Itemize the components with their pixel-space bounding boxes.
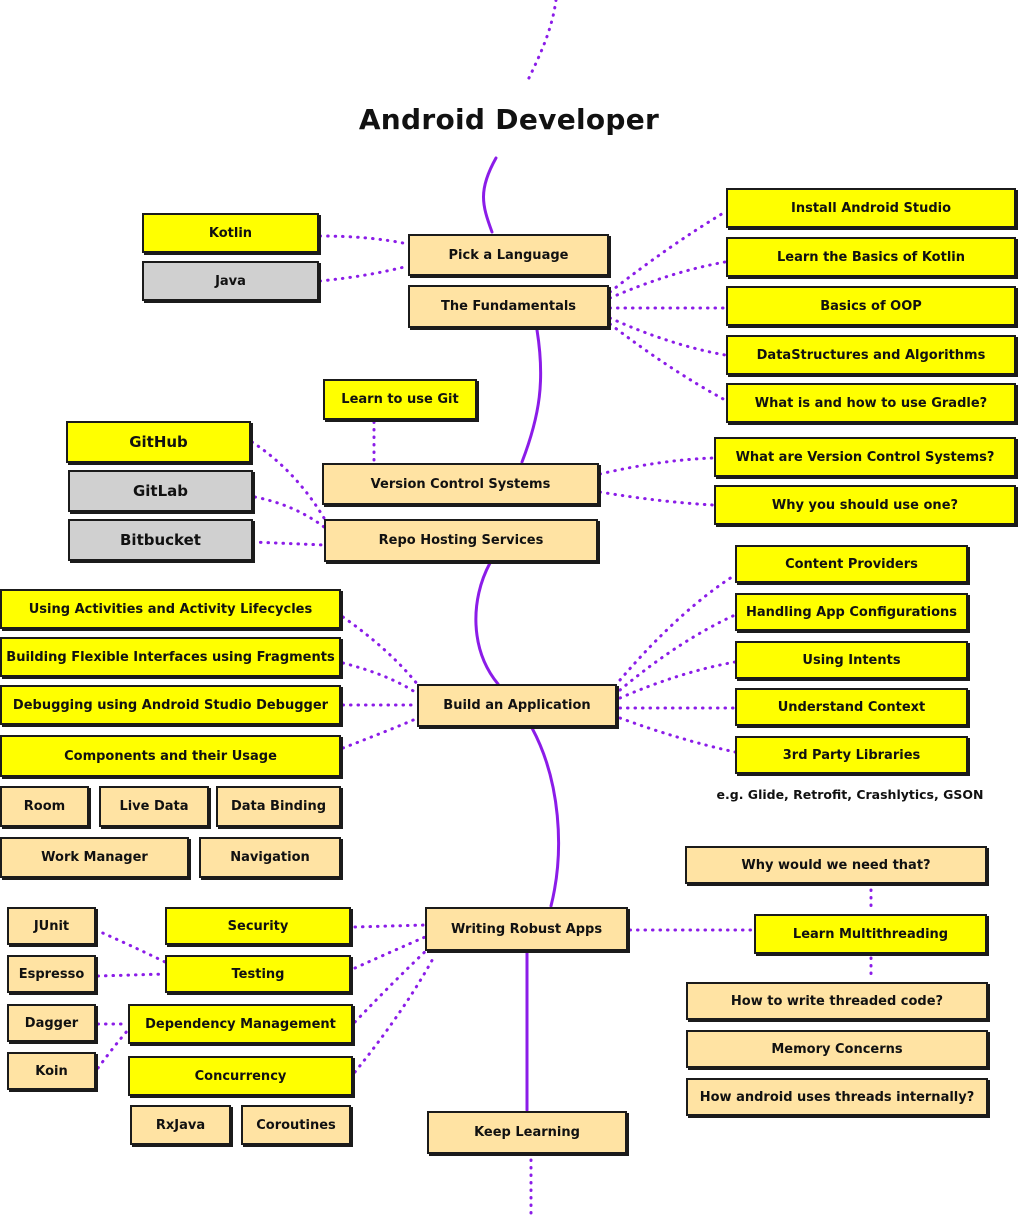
dotted-connector (318, 234, 410, 246)
node-learn-basics-kotlin[interactable]: Learn the Basics of Kotlin (726, 237, 1016, 277)
node-dagger[interactable]: Dagger (7, 1004, 96, 1042)
dotted-connector (618, 660, 737, 700)
node-github[interactable]: GitHub (66, 421, 251, 463)
main-path-segment (530, 726, 561, 908)
node-app-configurations[interactable]: Handling App Configurations (735, 593, 968, 631)
node-debugging[interactable]: Debugging using Android Studio Debugger (0, 685, 341, 725)
node-java[interactable]: Java (142, 261, 319, 301)
node-data-binding[interactable]: Data Binding (216, 786, 341, 827)
node-threaded-code[interactable]: How to write threaded code? (686, 982, 988, 1020)
node-dependency-management[interactable]: Dependency Management (128, 1004, 353, 1044)
node-repo-hosting[interactable]: Repo Hosting Services (324, 519, 598, 562)
node-kotlin[interactable]: Kotlin (142, 213, 319, 253)
node-room[interactable]: Room (0, 786, 89, 827)
node-activities[interactable]: Using Activities and Activity Lifecycles (0, 589, 341, 629)
node-navigation[interactable]: Navigation (199, 837, 341, 878)
dotted-connector (251, 540, 326, 547)
node-memory-concerns[interactable]: Memory Concerns (686, 1030, 988, 1068)
node-fundamentals[interactable]: The Fundamentals (408, 285, 609, 328)
node-testing[interactable]: Testing (165, 955, 351, 993)
node-junit[interactable]: JUnit (7, 907, 96, 945)
node-threads-internally[interactable]: How android uses threads internally? (686, 1078, 988, 1116)
dotted-connector (618, 573, 737, 682)
dotted-connector (618, 716, 737, 754)
node-espresso[interactable]: Espresso (7, 955, 96, 993)
page-title: Android Developer (358, 103, 660, 136)
dotted-connector (341, 716, 420, 750)
dotted-connector (96, 972, 167, 978)
node-data-structures[interactable]: DataStructures and Algorithms (726, 335, 1016, 375)
node-basics-oop[interactable]: Basics of OOP (726, 286, 1016, 326)
node-version-control[interactable]: Version Control Systems (322, 463, 599, 505)
node-pick-language[interactable]: Pick a Language (408, 234, 609, 276)
node-rxjava[interactable]: RxJava (130, 1105, 231, 1145)
dotted-connector (608, 260, 727, 300)
node-learn-multithreading[interactable]: Learn Multithreading (754, 914, 987, 954)
third-party-examples-note: e.g. Glide, Retrofit, Crashlytics, GSON (716, 787, 984, 802)
node-bitbucket[interactable]: Bitbucket (68, 519, 253, 561)
dotted-connector (598, 490, 715, 507)
node-security[interactable]: Security (165, 907, 351, 945)
node-content-providers[interactable]: Content Providers (735, 545, 968, 583)
node-coroutines[interactable]: Coroutines (241, 1105, 351, 1145)
dotted-connector (341, 661, 420, 696)
node-what-vcs[interactable]: What are Version Control Systems? (714, 437, 1016, 477)
node-install-android-studio[interactable]: Install Android Studio (726, 188, 1016, 228)
node-build-application[interactable]: Build an Application (417, 684, 617, 727)
main-path-segment (520, 328, 543, 464)
node-components[interactable]: Components and their Usage (0, 735, 341, 777)
node-why-need-that[interactable]: Why would we need that? (685, 846, 987, 884)
node-work-manager[interactable]: Work Manager (0, 837, 189, 878)
node-keep-learning[interactable]: Keep Learning (427, 1111, 627, 1154)
dotted-connector (250, 440, 326, 520)
dotted-connector (341, 615, 420, 687)
dotted-connector (94, 928, 167, 964)
dotted-connector (608, 316, 727, 357)
dotted-connector (598, 456, 715, 476)
dotted-connector (353, 953, 437, 1074)
node-using-intents[interactable]: Using Intents (735, 641, 968, 679)
node-understand-context[interactable]: Understand Context (735, 688, 968, 726)
dotted-connector (353, 923, 427, 929)
dotted-connector (353, 945, 432, 1024)
node-third-party-libraries[interactable]: 3rd Party Libraries (735, 736, 968, 774)
dotted-connector (353, 935, 427, 970)
main-path-segment (482, 156, 498, 234)
node-learn-git[interactable]: Learn to use Git (323, 379, 477, 420)
dotted-connector (608, 210, 727, 294)
node-fragments[interactable]: Building Flexible Interfaces using Fragm… (0, 637, 341, 677)
node-gradle[interactable]: What is and how to use Gradle? (726, 383, 1016, 423)
main-path-segment (474, 561, 500, 686)
dotted-connector (96, 1028, 130, 1070)
node-concurrency[interactable]: Concurrency (128, 1056, 353, 1096)
dotted-connector (618, 613, 737, 692)
dotted-connector (526, 0, 558, 82)
node-why-vcs[interactable]: Why you should use one? (714, 485, 1016, 525)
node-live-data[interactable]: Live Data (99, 786, 209, 827)
node-koin[interactable]: Koin (7, 1052, 96, 1090)
node-gitlab[interactable]: GitLab (68, 470, 253, 512)
node-writing-robust-apps[interactable]: Writing Robust Apps (425, 907, 628, 951)
dotted-connector (318, 264, 410, 283)
dotted-connector (253, 495, 326, 529)
dotted-connector (608, 322, 727, 402)
